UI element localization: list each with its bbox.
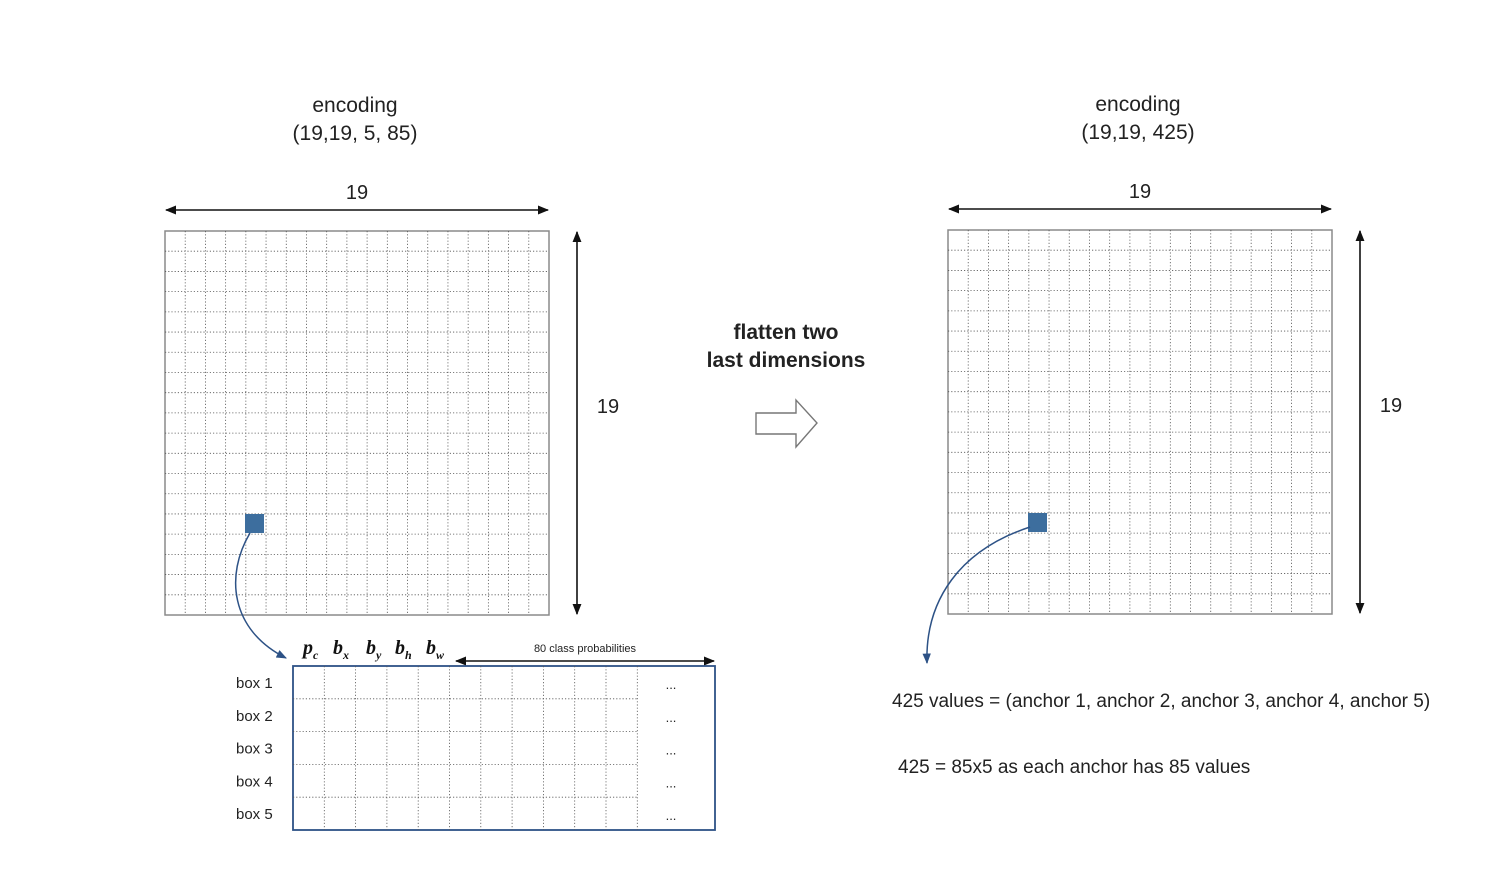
- box-label: box 4: [236, 773, 273, 790]
- right-height-label: 19: [1380, 395, 1402, 417]
- values-equation: 425 values = (anchor 1, anchor 2, anchor…: [892, 691, 1430, 712]
- grid-border: [164, 230, 550, 616]
- left-grid: [164, 230, 550, 616]
- right-encoding-shape: (19,19, 425): [1081, 121, 1194, 144]
- transform-label-line2: last dimensions: [707, 349, 866, 372]
- anchor-variable: bx: [333, 637, 349, 662]
- left-height-label: 19: [597, 396, 619, 418]
- ellipsis-label: ...: [666, 775, 677, 790]
- left-highlight-cell: [245, 514, 264, 533]
- right-encoding-title: encoding: [1095, 93, 1180, 116]
- anchor-variable: by: [366, 637, 382, 662]
- box-label: box 5: [236, 806, 273, 823]
- left-cell-curve: [234, 532, 287, 659]
- anchor-variable: pc: [301, 637, 319, 662]
- box-label: box 1: [236, 675, 273, 692]
- transform-label-line1: flatten two: [734, 321, 839, 344]
- left-width-label: 19: [346, 182, 368, 204]
- ellipsis-label: ...: [666, 808, 677, 823]
- transform-arrow-icon: [755, 398, 818, 449]
- class-probabilities-label: 80 class probabilities: [534, 643, 637, 655]
- anchor-explanation: 425 = 85x5 as each anchor has 85 values: [898, 757, 1250, 778]
- grid-border: [947, 229, 1333, 615]
- anchor-box-table: ...............: [292, 665, 716, 831]
- ellipsis-label: ...: [666, 677, 677, 692]
- right-highlight-cell: [1028, 513, 1047, 532]
- box-label: box 2: [236, 708, 273, 725]
- box-labels: box 1 box 2 box 3 box 4 box 5: [236, 675, 273, 823]
- ellipsis-label: ...: [666, 710, 677, 725]
- ellipsis-label: ...: [666, 743, 677, 758]
- anchor-variable: bh: [395, 637, 412, 662]
- right-grid: [947, 229, 1333, 615]
- box-label: box 3: [236, 741, 273, 758]
- left-encoding-shape: (19,19, 5, 85): [293, 122, 418, 145]
- left-encoding-title: encoding: [312, 94, 397, 117]
- right-width-label: 19: [1129, 181, 1151, 203]
- right-cell-curve: [922, 526, 1031, 665]
- anchor-variable: bw: [426, 637, 445, 662]
- table-border: [292, 665, 716, 831]
